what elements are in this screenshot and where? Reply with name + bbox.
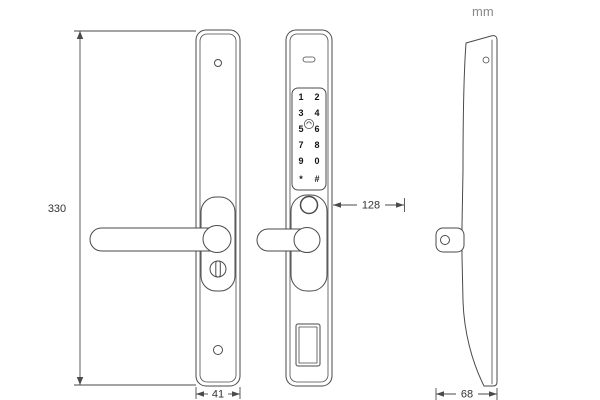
depth-dimension-label: 68 (461, 389, 473, 400)
arrowhead-down (76, 377, 84, 385)
back-handle-hub (202, 225, 232, 253)
side-top-screw (482, 56, 490, 64)
keypad-key: 8 (314, 140, 319, 150)
key-cover-window (295, 323, 321, 367)
keypad-key: 4 (314, 108, 319, 118)
side-view (435, 35, 498, 387)
thumbturn-slot (215, 260, 221, 278)
back-handle-lever (89, 227, 223, 252)
back-view (89, 29, 241, 387)
arrowhead-left (333, 202, 341, 208)
front-plate-inner-line (289, 33, 329, 383)
length-dimension-label: 128 (362, 200, 380, 212)
arrowhead-right (396, 202, 404, 208)
keypad-key: 3 (298, 108, 303, 118)
arrowhead-right (489, 391, 497, 397)
front-view: 1 2 3 4 5 6 7 8 9 0 * # (256, 29, 333, 387)
back-plate-inner-line (199, 33, 237, 383)
fingerprint-reader (299, 195, 319, 215)
top-screw-hole (214, 59, 222, 67)
keypad-key: * (299, 174, 303, 184)
front-handle-hub (293, 227, 321, 253)
side-profile-body (461, 35, 498, 387)
keypad-key: 9 (298, 156, 303, 166)
sensor-slot (302, 56, 316, 63)
height-dimension-label: 330 (48, 203, 66, 215)
height-dimension: 330 (48, 30, 196, 386)
keypad: 1 2 3 4 5 6 7 8 9 0 * # (298, 92, 319, 184)
fingerprint-icon (303, 119, 314, 130)
keypad-key: 5 (298, 124, 303, 134)
keypad-key: 7 (298, 140, 303, 150)
width-dimension-label: 41 (212, 389, 224, 400)
length-dimension: 128 (333, 198, 405, 212)
keypad-key: 0 (314, 156, 319, 166)
arrowhead-up (76, 31, 84, 39)
depth-dimension: 68 (435, 388, 498, 400)
arrowhead-left (436, 391, 444, 397)
keypad-key: 1 (298, 92, 303, 102)
arrowhead-left (196, 391, 204, 397)
keypad-key: 2 (314, 92, 319, 102)
keypad-key: # (314, 174, 319, 184)
key-cover-window-inner (298, 326, 318, 364)
arrowhead-right (232, 391, 240, 397)
bottom-screw-hole (213, 345, 223, 355)
width-dimension: 41 (195, 387, 241, 400)
unit-label: mm (472, 4, 494, 19)
keypad-panel (291, 87, 327, 191)
side-handle-end-cap (440, 235, 450, 245)
keypad-key: 6 (314, 124, 319, 134)
